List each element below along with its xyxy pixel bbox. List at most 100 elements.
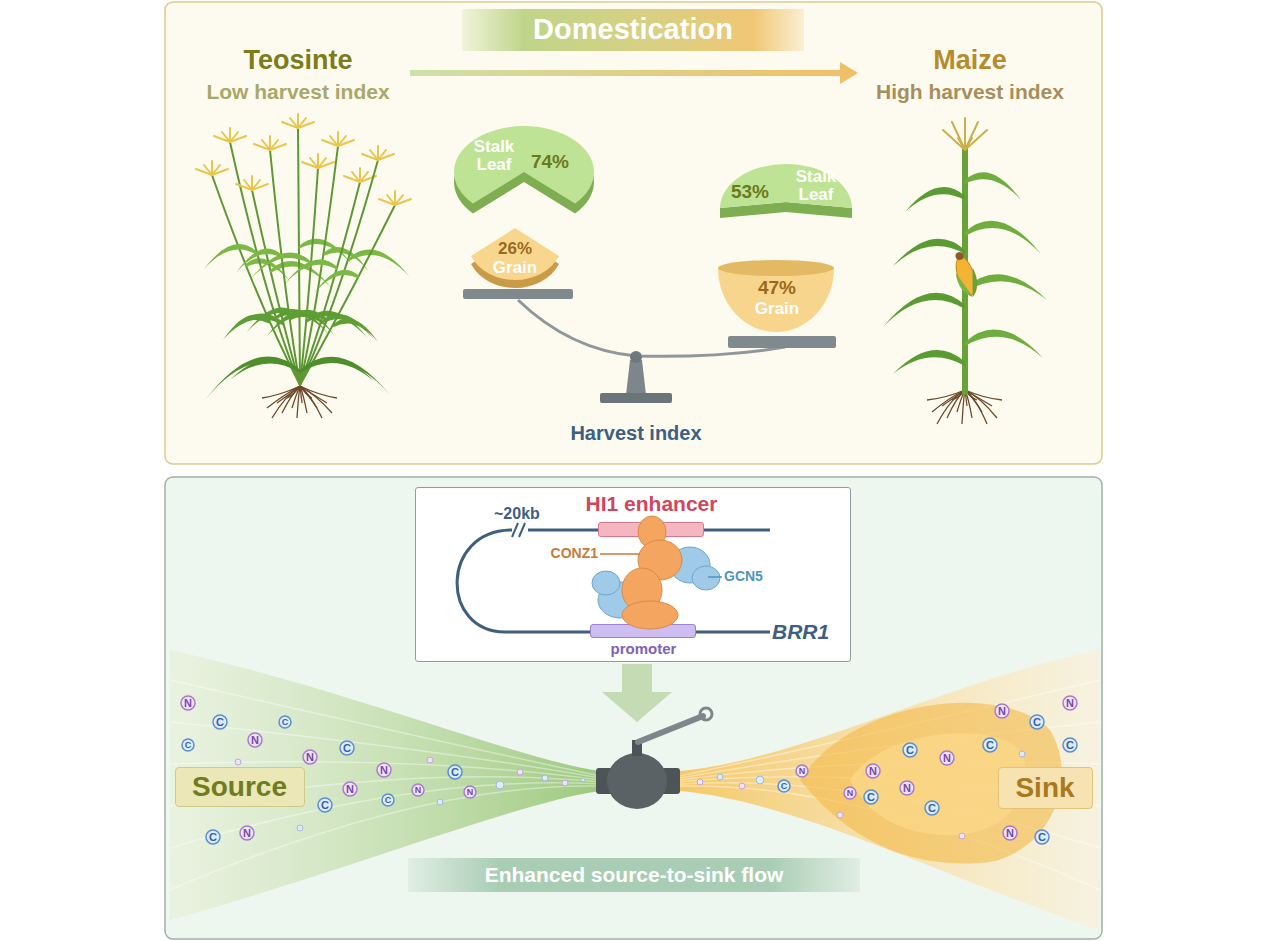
label-text: CONZ1: [540, 546, 598, 561]
leaf: [965, 172, 1021, 200]
nutrient-circle: N: [1002, 825, 1018, 841]
node-text: Stalk Leaf: [788, 168, 844, 204]
node-text: 74%: [522, 152, 578, 172]
balance-pan: [463, 289, 573, 299]
circle-outline: [1003, 826, 1017, 840]
label-text: Low harvest index: [168, 81, 428, 103]
inset-fill: [415, 487, 851, 662]
leaf: [893, 239, 965, 266]
silk: [954, 251, 964, 261]
balance-base: [600, 393, 672, 403]
nutrient-dot: [437, 799, 443, 805]
circle-outline: [900, 781, 914, 795]
node-text: C: [1034, 829, 1050, 845]
nutrient-dot: [717, 774, 723, 780]
node-text: N: [342, 781, 358, 797]
gcn5-protein: [670, 547, 710, 583]
root: [962, 390, 965, 424]
tassel: [352, 172, 360, 182]
node-text: N: [865, 763, 881, 779]
nutrient-dot: [235, 759, 241, 765]
nutrient-circle: N: [342, 781, 358, 797]
leaf: [321, 314, 374, 339]
node-text: C: [447, 764, 463, 780]
circle-outline: [448, 765, 462, 779]
nutrient-circle: N: [939, 750, 955, 766]
nutrient-circle: C: [339, 740, 355, 756]
circle-outline: [778, 780, 790, 792]
nutrient-circle: C: [181, 738, 195, 752]
valve-handle-ring: [700, 708, 712, 720]
stem: [300, 182, 360, 385]
circle-outline: [382, 794, 394, 806]
gcn5-protein: [692, 566, 720, 590]
node-text: N: [411, 783, 425, 797]
node-text: C: [902, 742, 918, 758]
nutrient-circle: N: [843, 786, 857, 800]
tassel: [212, 169, 228, 175]
slice-face: [720, 164, 852, 208]
node-text: N: [939, 750, 955, 766]
leaf: [314, 270, 359, 294]
inset-box: ~20kbBRR1HI1 enhancerpromoter: [415, 487, 851, 662]
tassel: [958, 138, 965, 150]
leaf: [284, 259, 337, 284]
label-text: Maize: [840, 46, 1100, 74]
husk: [964, 267, 982, 297]
tassel: [952, 122, 965, 150]
root: [262, 386, 300, 398]
circle-outline: [181, 696, 195, 710]
circle-outline: [240, 826, 254, 840]
nutrient-dot: [756, 776, 764, 784]
valve-body: [607, 753, 667, 809]
node-text: N: [239, 825, 255, 841]
nutrient-dot: [517, 769, 523, 775]
circle-outline: [1035, 830, 1049, 844]
circle-outline: [1030, 715, 1044, 729]
nutrient-circle: C: [205, 829, 221, 845]
pie-slice: Stalk Leaf74%: [452, 122, 597, 232]
tassel: [244, 180, 252, 190]
tassel: [222, 132, 230, 142]
tassel: [310, 158, 318, 168]
root: [267, 386, 300, 408]
leaf: [965, 274, 1047, 300]
tassel: [298, 122, 314, 128]
root: [965, 390, 1002, 400]
node-text: N: [843, 786, 857, 800]
tassel: [270, 144, 286, 150]
node-text: C: [777, 779, 791, 793]
nutrient-dot: [739, 783, 745, 789]
node-text: N: [247, 732, 263, 748]
tassel: [943, 130, 965, 150]
node-text: C: [181, 738, 195, 752]
circle-outline: [903, 743, 917, 757]
node-text: C: [212, 714, 228, 730]
label-text: Harvest index: [536, 423, 736, 444]
leaf: [348, 250, 409, 277]
node-text: 26%: [466, 240, 564, 258]
circle-outline: [248, 733, 262, 747]
circle-outline: [1063, 696, 1077, 710]
circle-outline: [995, 704, 1009, 718]
label-text: High harvest index: [840, 81, 1100, 103]
top-panel: [165, 2, 1102, 464]
nutrient-circle: N: [865, 763, 881, 779]
tassel: [378, 154, 394, 160]
node-text: C: [982, 737, 998, 753]
nutrient-circle: N: [180, 695, 196, 711]
leader-line: [708, 576, 722, 578]
nutrient-dot: [297, 825, 303, 831]
label-text: Teosinte: [168, 46, 428, 74]
balance-pivot: [630, 351, 642, 363]
node-text: C: [924, 800, 940, 816]
node-text: C: [278, 715, 292, 729]
root: [932, 390, 965, 412]
circle-outline: [206, 830, 220, 844]
stem: [252, 190, 300, 385]
leaf: [965, 330, 1043, 358]
tassel: [965, 122, 978, 150]
stem: [300, 160, 378, 385]
leaf: [222, 314, 283, 341]
